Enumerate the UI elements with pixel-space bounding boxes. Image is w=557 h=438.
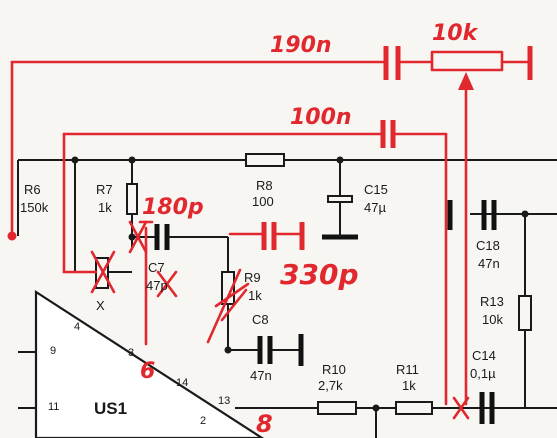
pin-9: 9 — [50, 345, 56, 357]
pin-2: 2 — [200, 415, 206, 427]
r13-value: 10k — [482, 312, 503, 327]
x-name: X — [96, 298, 105, 313]
r8-name: R8 — [256, 178, 273, 193]
red-cross-x — [90, 250, 116, 294]
r13-body — [518, 295, 532, 331]
r8-body — [245, 153, 285, 167]
c8-value: 47n — [250, 368, 272, 383]
c7-name: C7 — [148, 260, 165, 275]
r10-body — [317, 401, 357, 415]
pin-13: 13 — [218, 395, 230, 407]
r10-name: R10 — [322, 362, 346, 377]
red-annotations — [7, 46, 533, 420]
c8-name: C8 — [252, 312, 269, 327]
r11-body — [395, 401, 433, 415]
label-330p: 330p — [280, 258, 359, 291]
red-wiper-arrow — [458, 72, 474, 90]
r9-value: 1k — [248, 288, 262, 303]
node-dot — [372, 404, 380, 412]
label-190n: 190n — [270, 33, 332, 58]
r7-name: R7 — [96, 182, 113, 197]
c18-name: C18 — [476, 238, 500, 253]
node-dot — [336, 156, 344, 164]
pin-11: 11 — [48, 401, 59, 413]
us1-label: US1 — [94, 399, 127, 418]
label-10k: 10k — [432, 21, 479, 46]
red-cross-r7 — [128, 220, 148, 254]
r7-value: 1k — [98, 200, 112, 215]
pin-3: 3 — [128, 347, 134, 359]
c15-name: C15 — [364, 182, 388, 197]
label-pin6: 6 — [140, 359, 155, 384]
node-dot — [128, 156, 136, 164]
c15-plate-top — [327, 195, 353, 203]
label-pin8: 8 — [256, 410, 273, 438]
node-dot — [224, 346, 232, 354]
label-180p: 180p — [142, 195, 204, 220]
node-dot — [71, 156, 79, 164]
r11-name: R11 — [396, 362, 419, 377]
us1-triangle — [34, 289, 265, 438]
c14-name: C14 — [472, 348, 496, 363]
r11-value: 1k — [402, 378, 416, 393]
red-cross-c14 — [452, 396, 470, 420]
label-100n: 100n — [290, 105, 352, 130]
printed-wiring — [17, 153, 557, 438]
red-cross-c7 — [156, 270, 178, 298]
c15-value: 47µ — [364, 200, 386, 215]
r8-value: 100 — [252, 194, 274, 209]
r9-name: R9 — [244, 270, 261, 285]
pin-14: 14 — [176, 377, 188, 389]
red-scribble-r9 — [206, 268, 250, 344]
r7-body — [126, 183, 138, 215]
r13-name: R13 — [480, 294, 504, 309]
red-pot-body — [430, 50, 504, 72]
r6-name: R6 — [24, 182, 41, 197]
node-dot — [128, 233, 136, 241]
pin-4: 4 — [74, 321, 80, 333]
c14-value: 0,1µ — [470, 366, 496, 381]
r6-value: 150k — [20, 200, 49, 215]
c18-value: 47n — [478, 256, 500, 271]
red-node — [7, 231, 17, 241]
r10-value: 2,7k — [318, 378, 343, 393]
c7-value: 47p — [146, 278, 168, 293]
